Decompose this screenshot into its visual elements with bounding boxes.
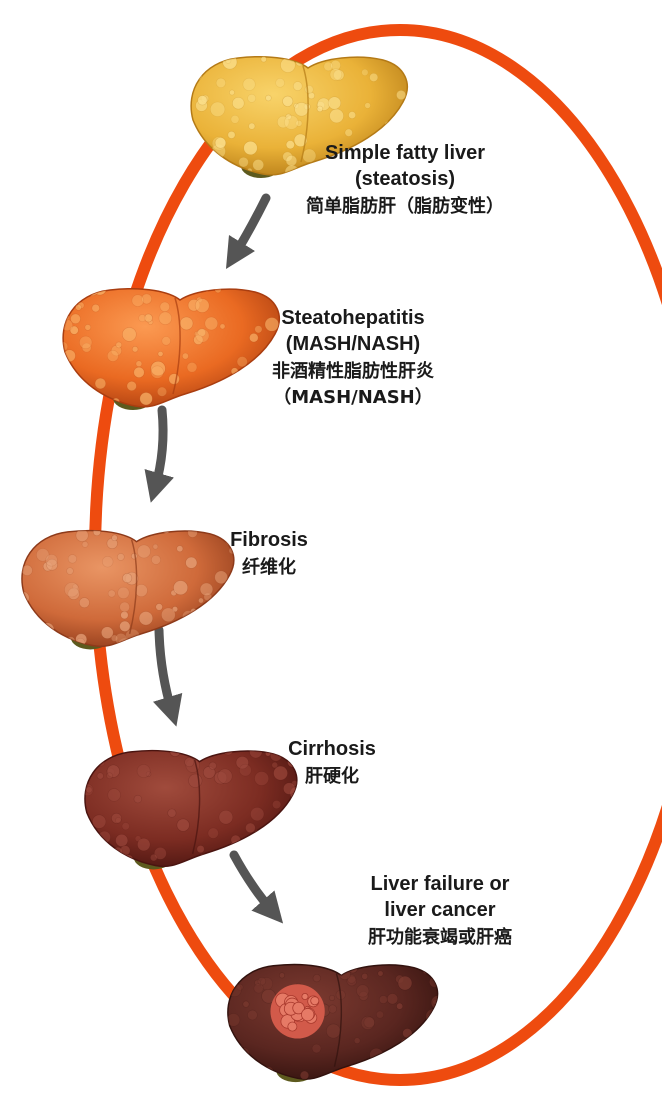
liver-failure-cancer xyxy=(226,960,446,1083)
progression-arrow-3 xyxy=(159,630,172,712)
stage-label-liver-failure-cancer: Liver failure or liver cancer 肝功能衰竭或肝癌 xyxy=(340,871,540,951)
tumor xyxy=(270,984,324,1038)
stage-label-cirrhosis: Cirrhosis 肝硬化 xyxy=(272,736,392,790)
stage-name-zh: 肝功能衰竭或肝癌 xyxy=(340,925,540,951)
stage-name-zh: 非酒精性脂肪性肝炎 （MASH/NASH） xyxy=(238,359,468,411)
stage-name-en: Steatohepatitis (MASH/NASH) xyxy=(238,305,468,357)
stage-name-en: Simple fatty liver (steatosis) xyxy=(300,140,510,192)
stage-name-en: Fibrosis xyxy=(214,527,324,553)
progression-arrow-2 xyxy=(155,410,163,488)
stage-name-en: Liver failure or liver cancer xyxy=(340,871,540,923)
stage-name-zh: 纤维化 xyxy=(214,555,324,581)
stage-name-zh: 简单脂肪肝（脂肪变性） xyxy=(300,194,510,220)
stage-label-steatohepatitis: Steatohepatitis (MASH/NASH) 非酒精性脂肪性肝炎 （M… xyxy=(238,305,468,411)
liver-fibrosis xyxy=(17,527,238,652)
progression-arrow-1 xyxy=(234,198,266,256)
stage-label-fibrosis: Fibrosis 纤维化 xyxy=(214,527,324,581)
stage-label-steatosis: Simple fatty liver (steatosis) 简单脂肪肝（脂肪变… xyxy=(300,140,510,220)
progression-arrow-4 xyxy=(234,855,273,912)
stage-name-en: Cirrhosis xyxy=(272,736,392,762)
stage-name-zh: 肝硬化 xyxy=(272,764,392,790)
